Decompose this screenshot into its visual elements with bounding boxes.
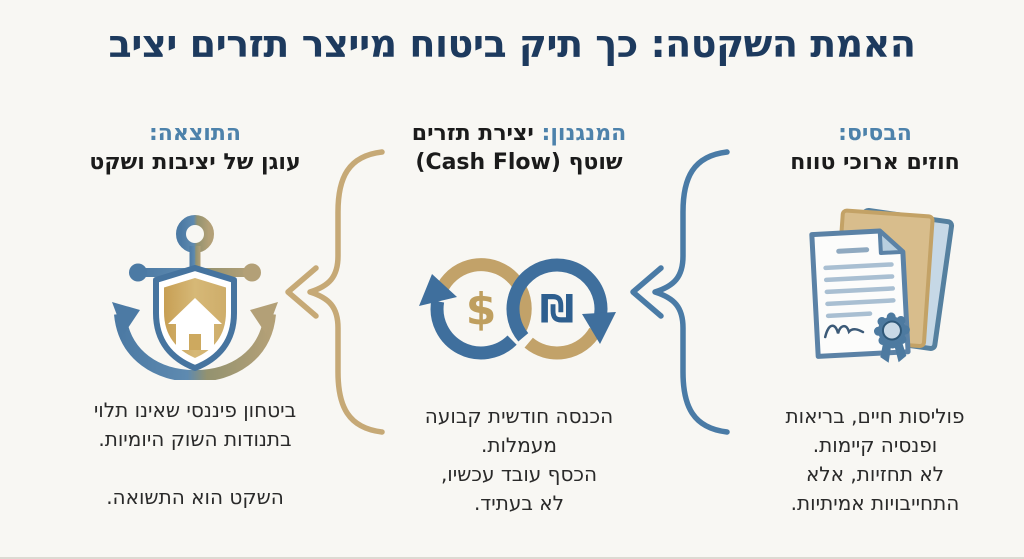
page-title: האמת השקטה: כך תיק ביטוח מייצר תזרים יצי… (108, 22, 916, 66)
right-ring-gold-arc (524, 327, 601, 360)
bottom-edge-line (0, 557, 1024, 559)
dollar-symbol: $ (466, 284, 497, 335)
column-result: התוצאה: עוגן של יציבות ושקט (58, 120, 332, 552)
base-heading-label: הבסיס: (838, 121, 912, 146)
right-fluke (250, 302, 278, 334)
front-page (808, 228, 911, 363)
signature-squiggle (823, 324, 864, 339)
mechanism-heading-label: המנגנון: (541, 121, 627, 146)
house-icon (168, 298, 222, 350)
column-base: הבסיס: חוזים ארוכי טווח (744, 120, 1006, 552)
shekel-symbol: ₪ (540, 287, 574, 331)
brace-arrow-gold (285, 149, 385, 435)
result-heading: התוצאה: עוגן של יציבות ושקט (58, 120, 332, 177)
award-rosette (873, 312, 910, 363)
arrowhead-left (285, 265, 319, 319)
base-heading: הבסיס: חוזים ארוכי טווח (744, 120, 1006, 177)
column-mechanism: המנגנון: יצירת תזרים שוטף (Cash Flow) $ … (388, 120, 650, 552)
brace-arrow-blue (630, 149, 730, 435)
anchor-shield-icon (58, 210, 332, 380)
mechanism-heading: המנגנון: יצירת תזרים שוטף (Cash Flow) (388, 120, 650, 177)
shield (153, 265, 237, 371)
doc-title-line (835, 247, 869, 254)
left-fluke (112, 302, 140, 334)
arrowhead-left (630, 265, 664, 319)
base-heading-line1: הבסיס: (744, 120, 1006, 149)
doc-text-lines (822, 262, 896, 319)
up-arrowhead (419, 274, 457, 306)
mechanism-heading-line2: שוטף (Cash Flow) (415, 149, 623, 175)
left-ring-blue-arc (430, 300, 517, 360)
left-ring-gold-arc (433, 258, 532, 338)
right-ring-blue-arc (506, 258, 608, 342)
mechanism-heading-line1: המנגנון: יצירת תזרים (411, 121, 627, 146)
result-heading-label: התוצאה: (149, 121, 241, 146)
result-heading-line2: עוגן של יציבות ושקט (89, 149, 301, 175)
down-arrowhead (582, 312, 616, 344)
contracts-documents-icon (744, 204, 1006, 364)
cashflow-cycle-icon: $ ₪ (388, 244, 650, 374)
result-heading-line1: התוצאה: (58, 120, 332, 149)
base-heading-line2: חוזים ארוכי טווח (790, 149, 960, 175)
